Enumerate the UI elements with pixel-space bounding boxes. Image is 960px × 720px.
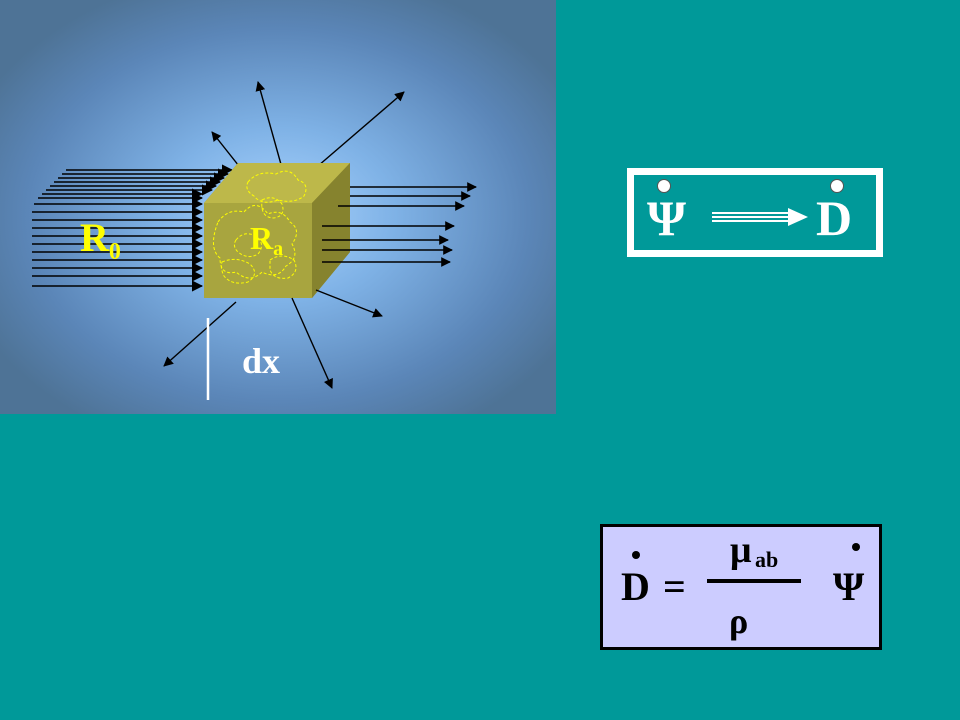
fraction-bar: [707, 579, 801, 583]
formula-box: D = μ ab ρ Ψ: [600, 524, 882, 650]
incident-rays-back: [46, 164, 234, 196]
relation-box: Ψ D: [627, 168, 883, 257]
thickness-label: dx: [242, 341, 281, 381]
dose-rate-dot-icon: [632, 551, 640, 559]
formula-rhs: Ψ: [833, 564, 865, 609]
formula-equals: =: [663, 564, 686, 609]
diagram-graphics: [32, 81, 477, 400]
psi-symbol: Ψ: [647, 190, 686, 246]
formula-lhs: D: [621, 564, 650, 609]
incident-radiation-label: R0: [80, 215, 121, 265]
absorber-cube: [204, 163, 350, 298]
incident-rays-front: [32, 188, 204, 292]
scattered-rays-front: [163, 289, 383, 389]
relation-arrow-icon: [712, 208, 808, 226]
dose-dot-icon: [830, 179, 844, 193]
formula-numerator-subscript: ab: [755, 547, 779, 572]
dose-symbol: D: [816, 190, 853, 246]
transmitted-rays: [322, 182, 477, 267]
psi-dot-icon: [657, 179, 671, 193]
irradiation-diagram: R0 Ra dx: [0, 0, 556, 414]
formula-denominator: ρ: [729, 601, 749, 641]
formula-numerator: μ: [730, 529, 752, 571]
absorbed-radiation-label: Ra: [250, 220, 284, 260]
psi-rate-dot-icon: [852, 543, 860, 551]
